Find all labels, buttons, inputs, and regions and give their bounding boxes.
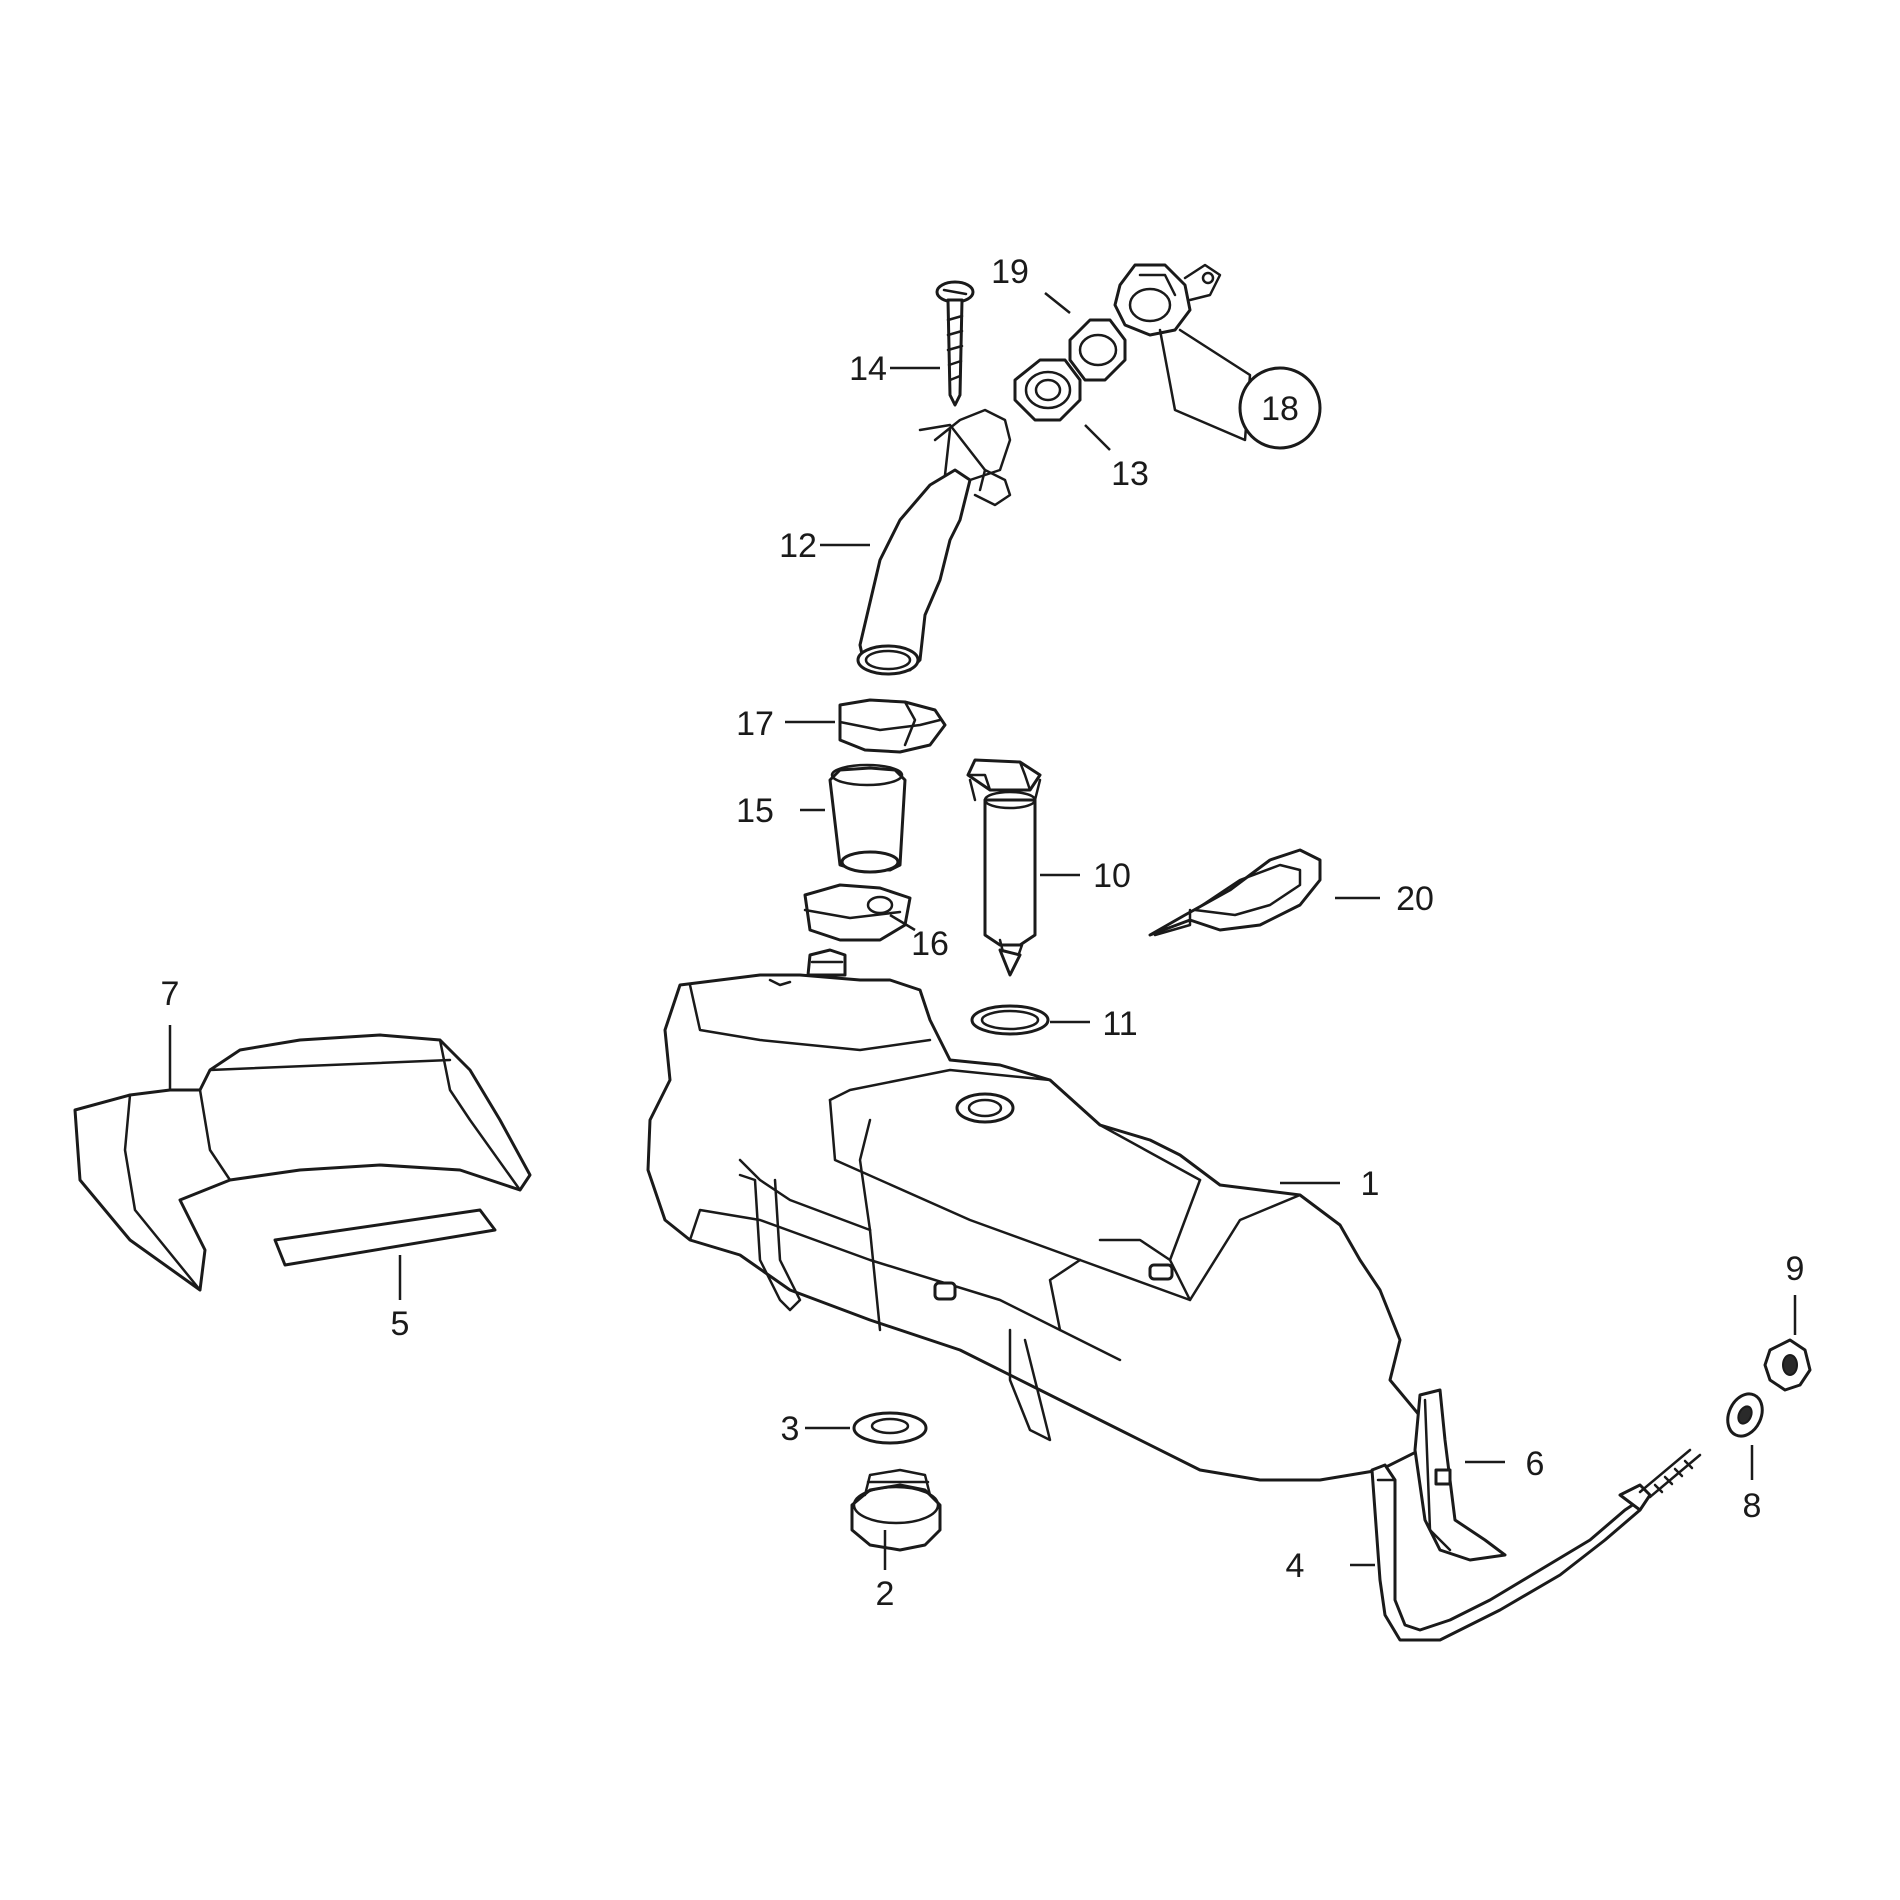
part-16-hose-clamp[interactable] [803, 883, 912, 942]
callout-5[interactable]: 5 [391, 1305, 410, 1343]
part-5-insulation-pad[interactable] [273, 1208, 497, 1267]
callout-2[interactable]: 2 [876, 1575, 895, 1613]
callout-1[interactable]: 1 [1361, 1165, 1380, 1203]
part-7-heat-shield[interactable] [73, 1033, 532, 1292]
callout-10[interactable]: 10 [1093, 857, 1131, 895]
part-2-drain-plug[interactable] [850, 1468, 942, 1552]
callout-6[interactable]: 6 [1526, 1445, 1545, 1483]
leader-lines [168, 292, 1797, 1570]
callout-12[interactable]: 12 [779, 527, 817, 565]
part-3-washer[interactable] [852, 1411, 928, 1445]
part-14-screw[interactable] [935, 280, 975, 407]
callout-14[interactable]: 14 [849, 350, 887, 388]
callout-7[interactable]: 7 [161, 975, 180, 1013]
callout-17[interactable]: 17 [736, 705, 774, 743]
callout-18-circle[interactable]: 18 [1238, 366, 1322, 450]
part-6-bracket[interactable] [1413, 1388, 1507, 1562]
callout-8[interactable]: 8 [1743, 1487, 1762, 1525]
part-18-fuel-cap[interactable] [1113, 263, 1252, 442]
part-1-fuel-tank[interactable] [646, 948, 1442, 1482]
part-8-washer[interactable] [1721, 1388, 1769, 1441]
part-12-filler-hose[interactable] [856, 408, 1012, 676]
part-17-hose-clamp[interactable] [838, 698, 947, 754]
callout-15[interactable]: 15 [736, 792, 774, 830]
part-4-tank-strap[interactable] [1370, 1448, 1702, 1642]
part-20-cable-tie[interactable] [1148, 848, 1322, 937]
callout-4[interactable]: 4 [1286, 1547, 1305, 1585]
part-15-hose-sleeve[interactable] [828, 763, 907, 874]
callout-labels: 1 2 3 4 5 6 7 8 9 10 11 12 13 14 15 16 1… [161, 253, 1805, 1613]
callout-16[interactable]: 16 [911, 925, 949, 963]
callout-9[interactable]: 9 [1786, 1250, 1805, 1288]
callout-18[interactable]: 18 [1261, 390, 1299, 428]
part-9-nut[interactable] [1763, 1338, 1812, 1392]
callout-19[interactable]: 19 [991, 253, 1029, 291]
part-13-grommet[interactable] [1013, 358, 1082, 422]
callout-20[interactable]: 20 [1396, 880, 1434, 918]
callout-13[interactable]: 13 [1111, 455, 1149, 493]
part-11-o-ring[interactable] [970, 1004, 1050, 1036]
part-19-seal-ring[interactable] [1068, 318, 1127, 382]
part-10-fuel-sender[interactable] [966, 758, 1042, 977]
callout-11[interactable]: 11 [1102, 1005, 1137, 1043]
callout-3[interactable]: 3 [781, 1410, 800, 1448]
